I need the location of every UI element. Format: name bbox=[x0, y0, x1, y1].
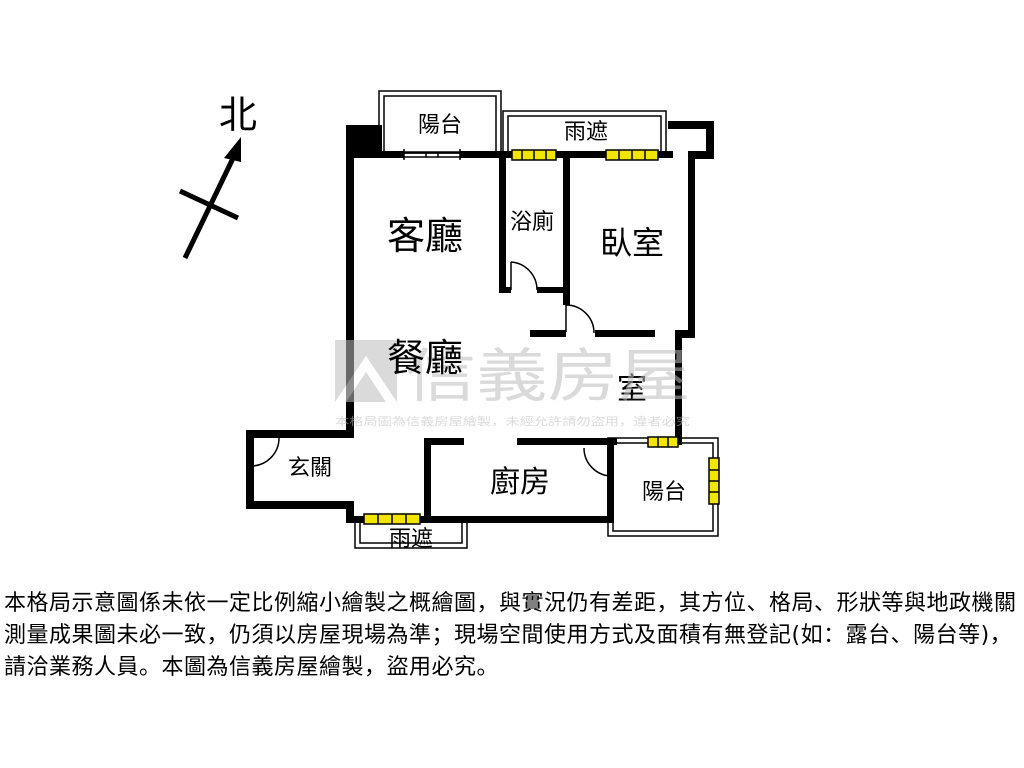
label-kitchen: 廚房 bbox=[490, 465, 550, 500]
room-labels: 陽台 雨遮 浴廁 客廳 臥室 室 玄關 廚房 陽台 雨遮 bbox=[288, 113, 686, 552]
label-canopy-bottom: 雨遮 bbox=[389, 527, 433, 552]
label-dining-room: 餐廳 bbox=[387, 336, 463, 380]
bedroom-door-arc bbox=[565, 304, 595, 334]
floor-plan: 北 bbox=[178, 90, 720, 552]
disclaimer-text: 本格局示意圖係未依一定比例縮小繪製之概繪圖，與實況仍有差距，其方位、格局、形狀等… bbox=[4, 591, 1017, 680]
window-room-balcony bbox=[647, 436, 679, 448]
compass-arrowhead bbox=[224, 137, 241, 162]
compass-crossbar bbox=[178, 188, 240, 221]
label-balcony-right: 陽台 bbox=[642, 480, 686, 505]
label-bedroom: 臥室 bbox=[600, 224, 664, 262]
watermark-notice: 本格局圖為信義房屋繪製，未經允許請勿盜用，違者必究 bbox=[335, 414, 690, 428]
label-balcony-top: 陽台 bbox=[418, 113, 462, 138]
label-living-room: 客廳 bbox=[387, 214, 463, 258]
label-canopy-top: 雨遮 bbox=[564, 120, 608, 145]
windows bbox=[363, 149, 720, 525]
sliding-door-balcony bbox=[403, 149, 461, 160]
watermark-logo-icon bbox=[335, 340, 397, 402]
entrance-door-arc bbox=[250, 437, 280, 467]
balcony-door-arc bbox=[583, 447, 613, 477]
doors bbox=[250, 261, 613, 477]
north-compass: 北 bbox=[178, 93, 257, 260]
label-bathroom: 浴廁 bbox=[510, 210, 554, 235]
label-room: 室 bbox=[617, 372, 647, 407]
compass-north-label: 北 bbox=[219, 93, 257, 137]
bathroom-door-arc bbox=[510, 261, 538, 291]
watermark: 信義房屋 本格局圖為信義房屋繪製，未經允許請勿盜用，違者必究 bbox=[335, 340, 690, 428]
label-entrance: 玄關 bbox=[288, 456, 332, 481]
watermark-brand: 信義房屋 bbox=[405, 342, 690, 410]
